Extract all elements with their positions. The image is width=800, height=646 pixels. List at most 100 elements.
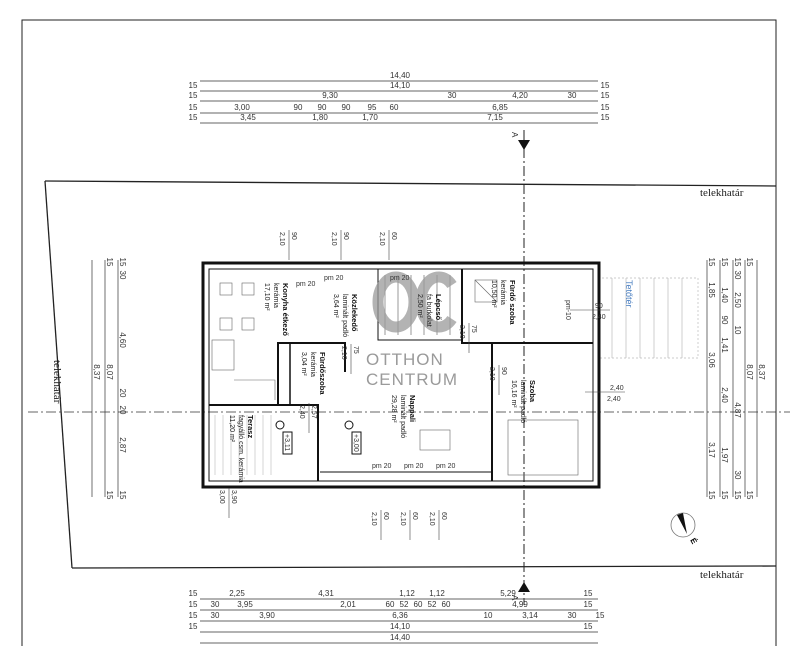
dimension-label: 30 [211, 600, 220, 609]
level-marker: +3,11 [275, 420, 293, 455]
north-arrow-icon: É [670, 512, 699, 547]
dimension-label: 15 [601, 113, 610, 122]
svg-text:2,40: 2,40 [298, 405, 305, 419]
parapet-label: pm 20 [404, 463, 424, 470]
dimension-label: 8,07 [745, 364, 754, 380]
dimension-label: 15 [105, 258, 114, 267]
room-area: 3,64 m² [332, 294, 339, 318]
room-floor: laminált padló [341, 294, 348, 337]
svg-text:2,10: 2,10 [330, 232, 337, 246]
dimension-label: 15 [733, 491, 742, 500]
svg-text:90: 90 [290, 232, 297, 240]
dimension-label: 6,36 [392, 611, 408, 620]
dimension-label: 1,12 [429, 589, 445, 598]
watermark: OTTHON CENTRUM [366, 271, 457, 389]
watermark-logo [372, 271, 457, 333]
room-area: 11,20 m² [228, 415, 235, 443]
svg-text:90: 90 [342, 232, 349, 240]
dimension-label: 15 [584, 589, 593, 598]
svg-text:2,10: 2,10 [370, 512, 377, 526]
svg-text:2,40: 2,40 [607, 396, 621, 403]
svg-text:+3,11: +3,11 [283, 434, 290, 451]
dimension-label: 15 [189, 113, 198, 122]
svg-text:2,40: 2,40 [610, 385, 624, 392]
opening-label: 902,10 [278, 230, 297, 260]
room-name: Közlekedő [350, 294, 359, 332]
room-floor: kerámia [499, 280, 506, 305]
watermark-line1: OTTHON [366, 350, 444, 369]
svg-text:2,10: 2,10 [399, 512, 406, 526]
section-marker-top: A [510, 132, 519, 138]
svg-text:3,00: 3,00 [218, 490, 225, 504]
dimension-label: 90 [720, 316, 729, 325]
dimension-label: 14,10 [390, 622, 411, 631]
dimension-label: 1,85 [707, 282, 716, 298]
dimension-label: 60 [442, 600, 451, 609]
svg-text:É: É [688, 537, 699, 547]
dimension-label: 14,40 [390, 633, 411, 642]
boundary-label-top: telekhatár [700, 187, 744, 199]
parapet-label: pm 20 [296, 281, 316, 288]
dimension-label: 15 [189, 589, 198, 598]
room-area: 16,16 m² [510, 380, 517, 408]
dimension-label: 15 [601, 81, 610, 90]
dimension-label: 30 [733, 271, 742, 280]
dimension-label: 15 [189, 103, 198, 112]
dimension-label: 15 [720, 491, 729, 500]
dimension-label: 30 [118, 271, 127, 280]
opening-label: 752,10 [458, 323, 477, 353]
section-arrow-bottom [518, 582, 530, 592]
dimension-label: 6,85 [492, 103, 508, 112]
dimension-label: 15 [189, 600, 198, 609]
dimension-label: 30 [448, 91, 457, 100]
room-area: 17,10 m² [263, 283, 270, 311]
room-floor: laminált padló [399, 395, 406, 438]
dimension-label: 15 [720, 258, 729, 267]
dimension-label: 2,50 [733, 292, 742, 308]
dimension-label: 3,95 [237, 600, 253, 609]
svg-text:3,90: 3,90 [230, 490, 237, 504]
dimension-label: 95 [368, 103, 377, 112]
dimension-label: 3,14 [522, 611, 538, 620]
dimension-label: 20 [118, 406, 127, 415]
dimension-label: 15 [584, 600, 593, 609]
dimension-label: 30 [568, 611, 577, 620]
dimension-label: 10 [484, 611, 493, 620]
room-area: 3,04 m² [300, 352, 307, 376]
svg-text:2,40: 2,40 [592, 314, 606, 321]
dimension-label: 15 [601, 91, 610, 100]
dimension-label: 4,60 [118, 332, 127, 348]
dimension-label: 14,10 [390, 81, 411, 90]
dimension-label: 15 [189, 622, 198, 631]
svg-text:2,10: 2,10 [488, 367, 495, 381]
dimension-label: 8,37 [92, 364, 101, 380]
svg-text:60: 60 [390, 232, 397, 240]
dimension-label: 15 [733, 258, 742, 267]
svg-text:60: 60 [440, 512, 447, 520]
dimension-label: 5,29 [500, 589, 516, 598]
dimension-label: 3,17 [707, 442, 716, 458]
dimension-label: 15 [584, 622, 593, 631]
svg-text:75: 75 [352, 346, 359, 354]
dimension-label: 90 [318, 103, 327, 112]
room-floor: kerámia [272, 283, 279, 308]
dimension-label: 15 [745, 258, 754, 267]
dimension-label: 4,99 [512, 600, 528, 609]
dimension-label: 15 [601, 103, 610, 112]
dimension-label: 90 [294, 103, 303, 112]
room-name: Nappali [408, 395, 417, 422]
dimension-label: 1,12 [399, 589, 415, 598]
dimension-label: 7,15 [487, 113, 503, 122]
dimension-label: 60 [390, 103, 399, 112]
section-arrow-top [518, 140, 530, 150]
dimension-label: 15 [189, 81, 198, 90]
boundary-label-left: telekhatár [51, 360, 63, 404]
dimension-label: 1,97 [720, 447, 729, 463]
plot-boundary [44, 180, 777, 569]
dimension-label: 30 [568, 91, 577, 100]
